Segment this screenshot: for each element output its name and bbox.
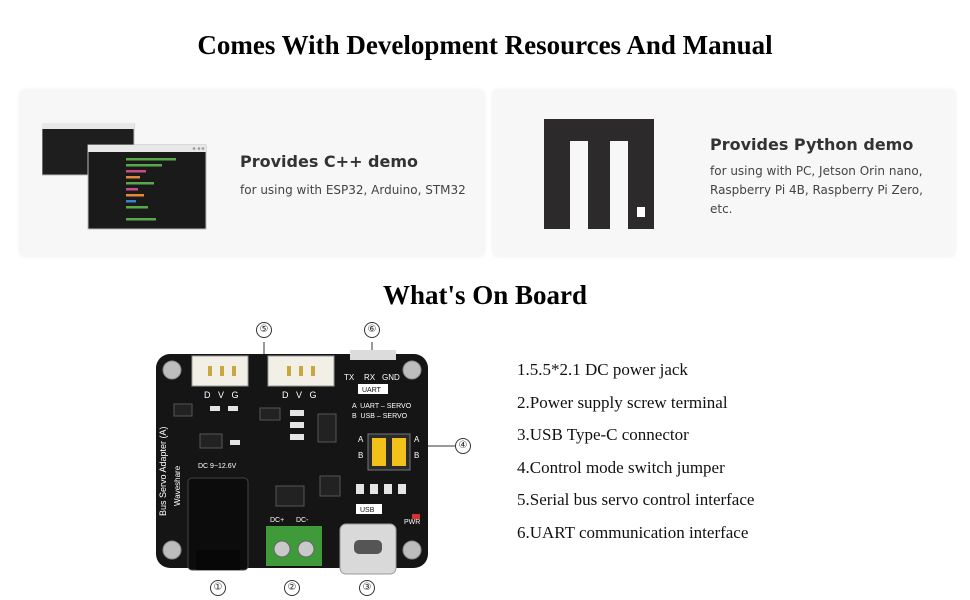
dvg-label-1: D V G [204, 390, 239, 400]
servo-adapter-board-image: D V G D V G TX RX GND UART A UART – SERV… [156, 342, 456, 575]
jumper-b-right: B [414, 451, 419, 460]
pwr-label: PWR [404, 519, 420, 526]
cpp-demo-title: Provides C++ demo [240, 152, 419, 171]
feature-item-dc-jack: 1.5.5*2.1 DC power jack [517, 360, 688, 379]
dvg-label-2: D V G [282, 390, 317, 400]
feature-item-screw-terminal: 2.Power supply screw terminal [517, 392, 728, 412]
resources-heading: Comes With Development Resources And Man… [197, 30, 773, 60]
micropython-logo-icon [544, 119, 654, 229]
jumper-b-left: B [358, 451, 363, 460]
python-demo-description: for using with PC, Jetson Orin nano, Ras… [710, 164, 923, 216]
feature-item-usb-c: 3.USB Type-C connector [517, 425, 689, 445]
brand-label: Waveshare [173, 465, 182, 506]
dc-plus-label: DC+ [270, 517, 284, 524]
marker-3: ③ [359, 580, 375, 596]
gnd-label: GND [382, 373, 400, 382]
marker-5: ⑤ [256, 322, 272, 338]
marker-1: ① [210, 580, 226, 596]
marker-6: ⑥ [364, 322, 380, 338]
marker-4: ④ [455, 438, 471, 454]
jumper-a-right: A [414, 435, 420, 444]
dc-minus-label: DC- [296, 517, 309, 524]
mode-a-label: A UART – SERVO [352, 403, 412, 410]
rx-label: RX [364, 373, 376, 382]
cpp-demo-description: for using with ESP32, Arduino, STM32 [240, 183, 466, 197]
feature-item-uart: 6.UART communication interface [517, 522, 749, 542]
python-demo-card: Provides Python demo for using with PC, … [493, 90, 955, 256]
python-demo-title: Provides Python demo [710, 135, 914, 154]
usb-label: USB [360, 507, 375, 514]
dc-input-label: DC 9~12.6V [198, 463, 237, 470]
mode-b-label: B USB – SERVO [352, 413, 408, 420]
board-name-label: Bus Servo Adapter (A) [158, 426, 168, 516]
tx-label: TX [344, 373, 355, 382]
feature-list: 1.5.5*2.1 DC power jack 2.Power supply s… [517, 358, 754, 554]
feature-item-jumper: 4.Control mode switch jumper [517, 457, 725, 477]
jumper-a-left: A [358, 435, 364, 444]
marker-2: ② [284, 580, 300, 596]
cpp-demo-card: Provides C++ demo for using with ESP32, … [20, 90, 484, 256]
onboard-heading: What's On Board [382, 280, 588, 310]
uart-label: UART [362, 387, 382, 394]
code-editor-icon [42, 123, 207, 230]
feature-item-servo-interface: 5.Serial bus servo control interface [517, 490, 755, 510]
